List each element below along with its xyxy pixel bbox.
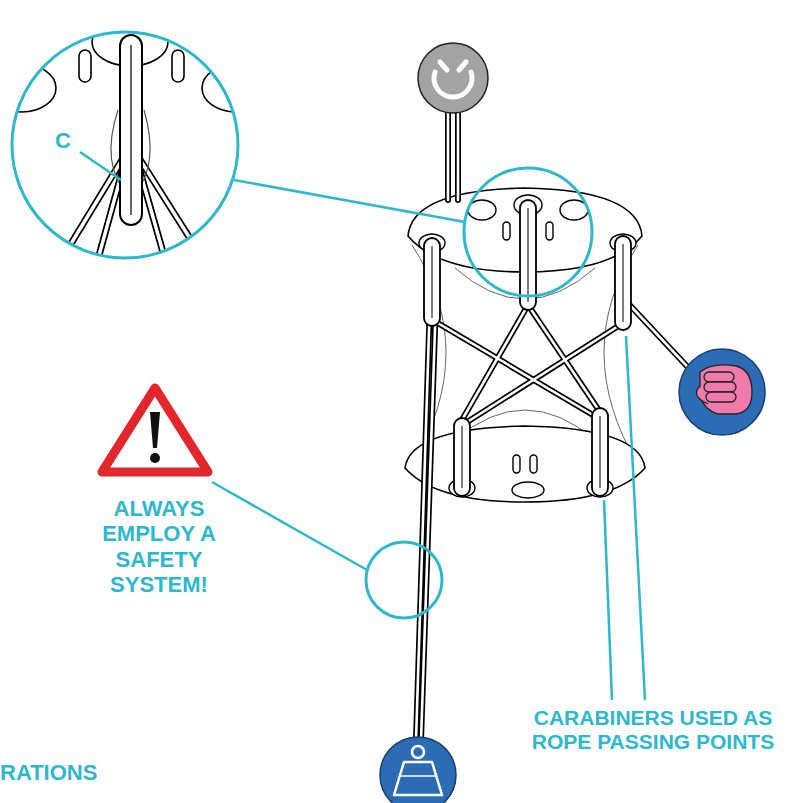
label-box: ALWAYS EMPLOY A SAFETY SYSTEM! <box>94 496 224 597</box>
callout-label: ALWAYS EMPLOY A SAFETY SYSTEM! <box>94 496 224 597</box>
callout-label: RATIONS <box>0 760 120 785</box>
callout-label: CARABINERS USED AS ROPE PASSING POINTS <box>515 706 791 754</box>
label-box: RATIONS <box>0 760 120 785</box>
callout-letter: C <box>46 128 80 153</box>
label-box: C <box>46 128 80 153</box>
label-box: CARABINERS USED AS ROPE PASSING POINTS <box>515 706 791 754</box>
